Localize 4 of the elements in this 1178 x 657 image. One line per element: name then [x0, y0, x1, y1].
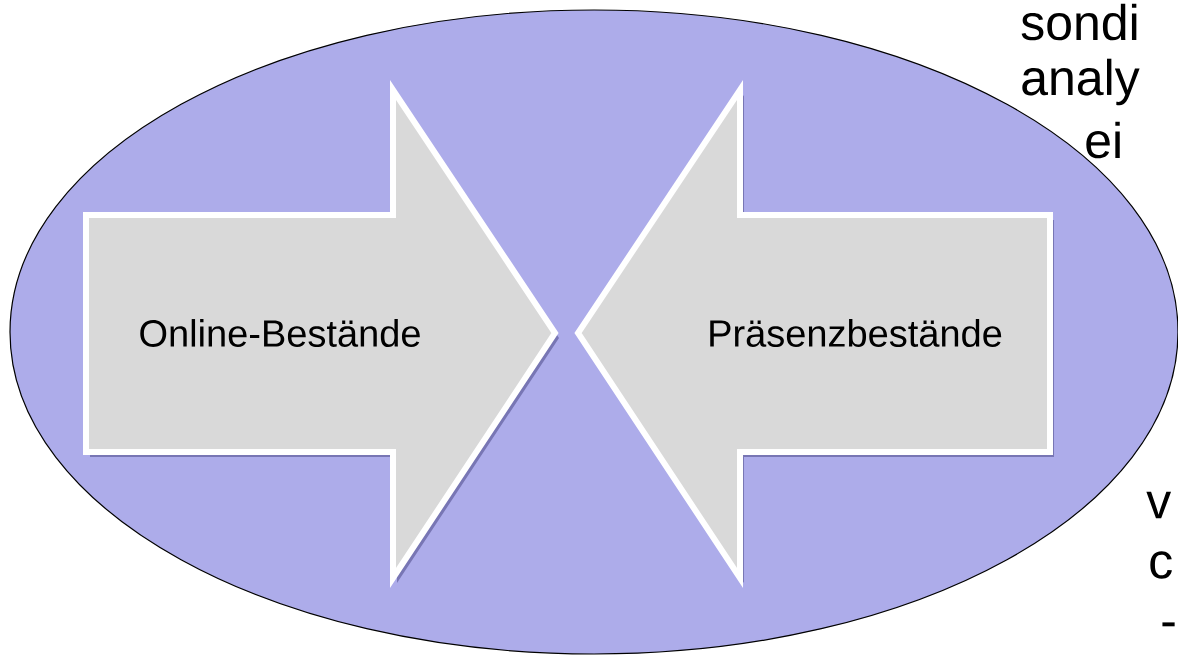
text-fragment: c	[1150, 551, 1172, 579]
text-fragment: -	[1162, 622, 1175, 627]
text-fragment: v	[1146, 491, 1172, 519]
text-fragment: sondi	[1021, 3, 1137, 41]
